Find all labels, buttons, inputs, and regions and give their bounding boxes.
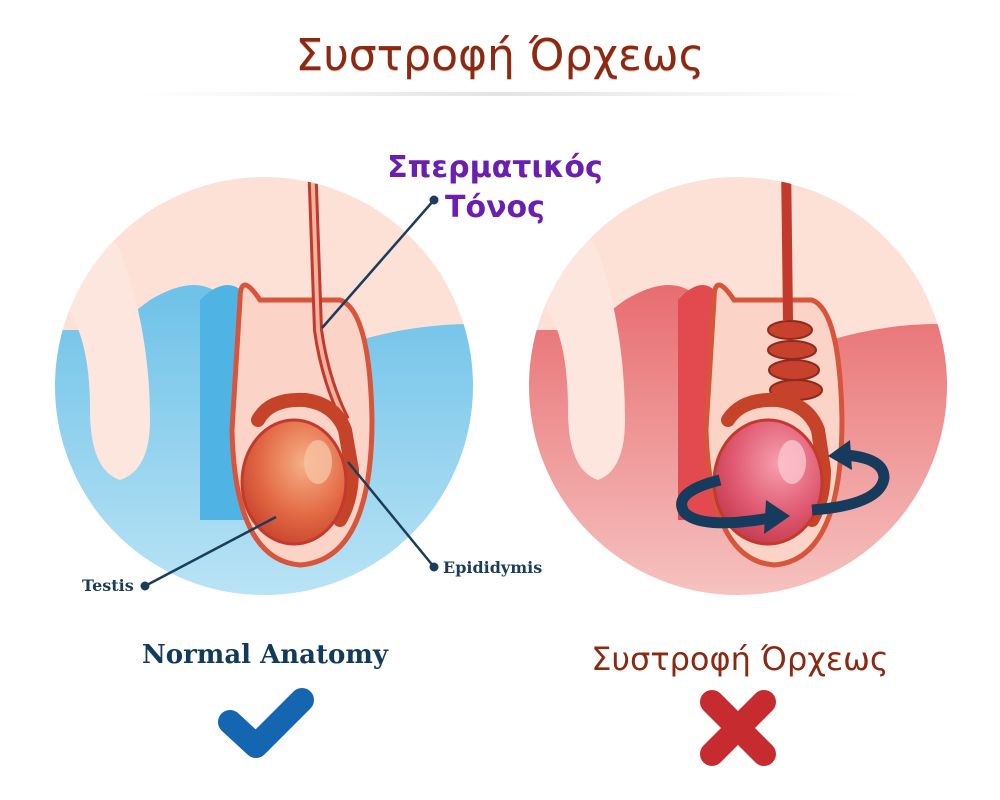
epididymis-label: Epididymis bbox=[443, 558, 543, 577]
cross-icon bbox=[700, 690, 776, 766]
twisted-cord bbox=[767, 320, 823, 401]
spermatic-cord-label: Σπερματικός Τόνος bbox=[385, 148, 605, 228]
testis-leader-line bbox=[140, 515, 277, 591]
spermatic-cord-label-line2: Τόνος bbox=[445, 190, 545, 225]
normal-anatomy-caption: Normal Anatomy bbox=[142, 640, 388, 670]
cord-leader-line bbox=[321, 195, 439, 329]
title-underline bbox=[140, 92, 860, 96]
testis-label: Testis bbox=[82, 576, 134, 595]
torsion-circle bbox=[527, 175, 949, 597]
normal-anatomy-circle bbox=[53, 175, 475, 597]
spermatic-cord-label-line1: Σπερματικός bbox=[387, 150, 603, 185]
epididymis-leader-line bbox=[347, 461, 439, 572]
page-title: Συστροφή Όρχεως bbox=[295, 30, 705, 81]
checkmark-icon bbox=[218, 688, 314, 758]
torsion-caption: Συστροφή Όρχεως bbox=[591, 640, 889, 678]
